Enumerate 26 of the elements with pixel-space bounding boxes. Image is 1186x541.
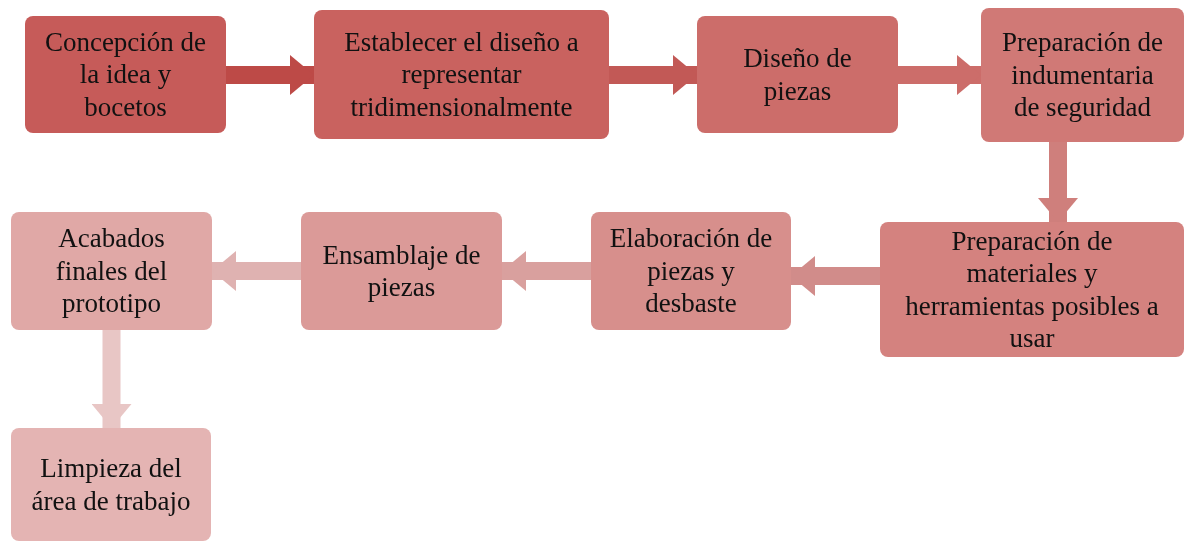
block-arrow (791, 256, 880, 296)
block-arrow (609, 55, 697, 95)
block-arrow (226, 55, 314, 95)
process-box (301, 212, 502, 330)
step-text: Acabados finales del prototipo (54, 222, 169, 320)
step-text: Establecer el diseño a representar tridimensionalmente (343, 25, 580, 124)
step-text: Diseño de piezas (742, 42, 853, 107)
process-box (981, 8, 1184, 142)
block-arrow (91, 330, 132, 428)
process-box (11, 212, 212, 330)
process-box (880, 222, 1184, 357)
process-box (25, 16, 226, 133)
step-text: Preparación de indumentaria de seguridad (1000, 26, 1165, 124)
block-arrow (898, 55, 981, 95)
process-box (697, 16, 898, 133)
step-text: Preparación de materiales y herramientas posibles a usar (904, 224, 1160, 355)
step-text: Concepción de la idea y bocetos (43, 25, 208, 124)
process-box (11, 428, 211, 541)
block-arrow (1038, 142, 1078, 222)
step-text: Limpieza del área de trabajo (30, 452, 192, 517)
process-box (591, 212, 791, 330)
step-text: Elaboración de piezas y desbaste (608, 222, 774, 320)
block-arrow (502, 251, 591, 291)
block-arrow (212, 251, 301, 291)
process-box (314, 10, 609, 139)
step-text: Ensamblaje de piezas (321, 238, 482, 304)
